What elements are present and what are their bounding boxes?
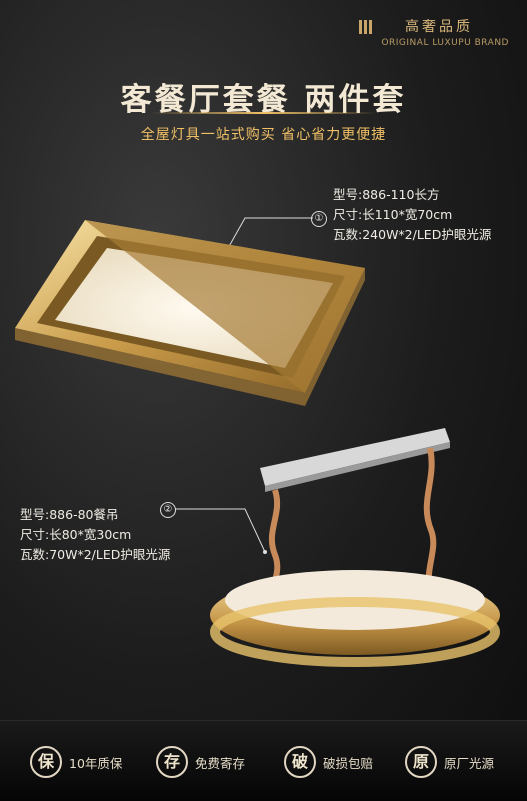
product-2-size: 尺寸:长80*宽30cm: [20, 527, 132, 542]
feature-label: 原厂光源: [444, 755, 495, 771]
feature-storage: 存 免费寄存: [156, 745, 245, 779]
page-subtitle: 全屋灯具一站式购买 省心省力更便捷: [140, 127, 387, 143]
pendant-lamp-image: [210, 428, 500, 667]
warranty-icon: 保: [30, 746, 62, 778]
product-2-leader-line: [175, 508, 267, 554]
ceiling-lamp-image: [15, 220, 365, 406]
brand-name: 高奢品质: [405, 19, 473, 35]
features-bar: 保 10年质保 存 免费寄存 破 破损包赔 原 原厂光源: [0, 720, 527, 801]
product-1-size: 尺寸:长110*宽70cm: [333, 207, 453, 222]
feature-original-light: 原 原厂光源: [405, 745, 494, 779]
feature-label: 破损包赔: [323, 755, 374, 771]
product-2-power: 瓦数:70W*2/LED护眼光源: [20, 547, 171, 562]
storage-icon: 存: [156, 746, 188, 778]
damage-icon: 破: [284, 746, 316, 778]
title-divider: [150, 112, 377, 114]
feature-warranty: 保 10年质保: [30, 745, 122, 779]
brand-slogan: ORIGINAL LUXUPU BRAND: [381, 38, 509, 48]
feature-label: 10年质保: [69, 755, 123, 771]
brand-block: 高奢品质 ORIGINAL LUXUPU BRAND: [359, 14, 509, 54]
product-1-specs: 型号:886-110长方 尺寸:长110*宽70cm 瓦数:240W*2/LED…: [333, 185, 491, 245]
product-1-model: 型号:886-110长方: [333, 187, 440, 202]
product-2-number-badge: ②: [160, 502, 176, 518]
product-1-power: 瓦数:240W*2/LED护眼光源: [333, 227, 492, 242]
product-2-model: 型号:886-80餐吊: [20, 507, 119, 522]
feature-label: 免费寄存: [195, 755, 246, 771]
original-icon: 原: [405, 746, 437, 778]
product-2-specs: 型号:886-80餐吊 尺寸:长80*宽30cm 瓦数:70W*2/LED护眼光…: [20, 505, 170, 565]
feature-damage-compensation: 破 破损包赔: [284, 745, 373, 779]
brand-logo-icon: [359, 20, 375, 34]
product-1-number-badge: ①: [311, 211, 327, 227]
